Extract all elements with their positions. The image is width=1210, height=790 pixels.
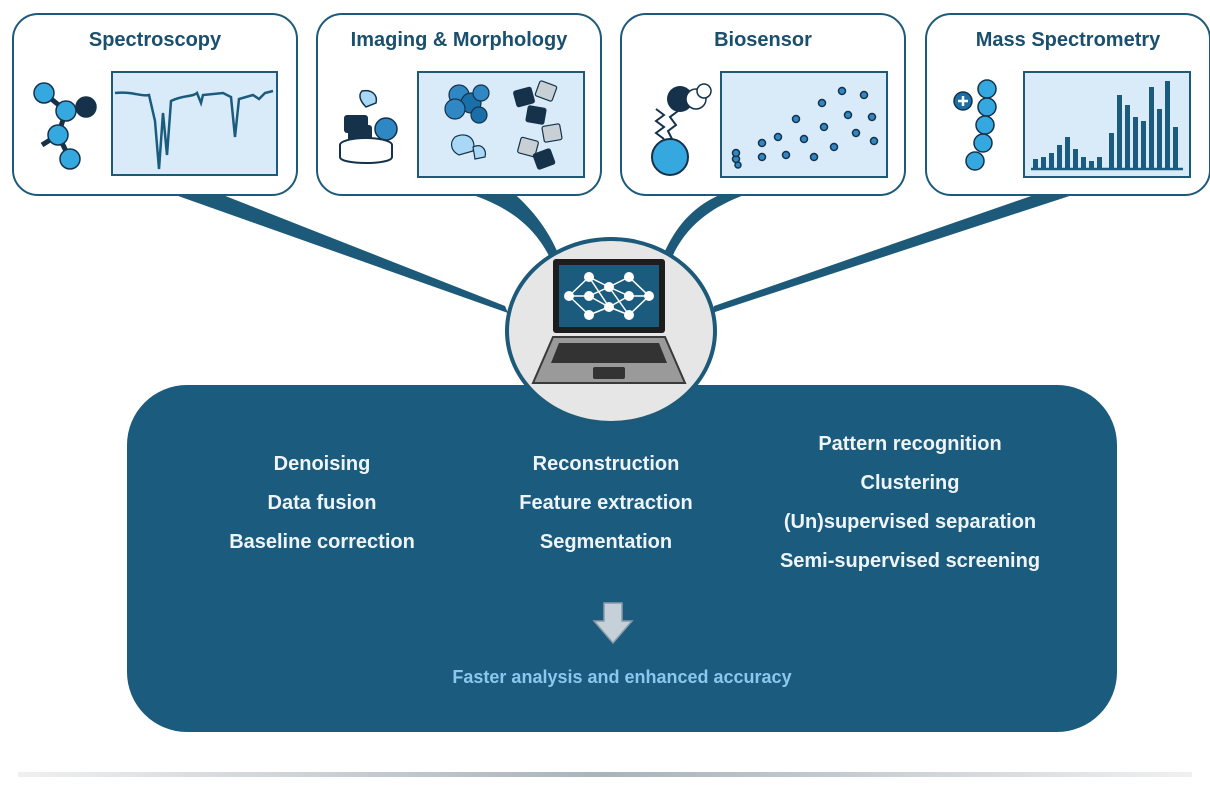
- methods-column-preprocessing: Denoising Data fusion Baseline correctio…: [205, 445, 439, 562]
- method-feature-extraction: Feature extraction: [519, 492, 693, 514]
- connector-mass-spec: [712, 186, 1100, 313]
- laptop-neural-network-icon: [531, 259, 687, 384]
- method-unsupervised-separation: (Un)supervised separation: [783, 511, 1037, 533]
- methods-panel: Denoising Data fusion Baseline correctio…: [127, 385, 1117, 732]
- card-title-spectroscopy: Spectroscopy: [88, 29, 222, 51]
- down-arrow-icon: [592, 602, 634, 645]
- methods-column-classification: Pattern recognition Clustering (Un)super…: [757, 425, 1063, 581]
- method-denoising: Denoising: [273, 453, 371, 475]
- mass-spectrum-bars: [1023, 71, 1191, 178]
- particle-images: [417, 71, 585, 178]
- card-title-imaging: Imaging & Morphology: [350, 29, 568, 51]
- method-clustering: Clustering: [860, 472, 960, 494]
- charged-peptide-icon: [953, 79, 997, 171]
- sample-dish-icon: [339, 89, 398, 164]
- card-biosensor: Biosensor: [620, 13, 906, 196]
- card-title-mass-spectrometry: Mass Spectrometry: [975, 29, 1161, 51]
- card-imaging: Imaging & Morphology: [316, 13, 602, 196]
- connector-imaging: [440, 186, 560, 262]
- spectrum-plot: [111, 71, 278, 176]
- methods-column-imaging: Reconstruction Feature extraction Segmen…: [497, 445, 715, 562]
- footer-divider: [18, 772, 1192, 777]
- method-segmentation: Segmentation: [539, 531, 673, 553]
- scatter-signal-plot: [720, 71, 888, 178]
- result-text: Faster analysis and enhanced accuracy: [452, 667, 792, 687]
- method-data-fusion: Data fusion: [267, 492, 377, 514]
- method-baseline-correction: Baseline correction: [229, 531, 415, 553]
- analysis-hub: [505, 237, 717, 425]
- connector-biosensor: [662, 186, 775, 262]
- card-spectroscopy: Spectroscopy: [12, 13, 298, 196]
- method-reconstruction: Reconstruction: [532, 453, 680, 475]
- method-pattern-recognition: Pattern recognition: [818, 433, 1002, 455]
- card-mass-spectrometry: Mass Spectrometry: [925, 13, 1210, 196]
- molecule-icon: [33, 82, 97, 170]
- connector-spectroscopy: [150, 186, 508, 313]
- receptor-binding-icon: [651, 83, 712, 176]
- method-semi-supervised-screening: Semi-supervised screening: [779, 550, 1041, 572]
- card-title-biosensor: Biosensor: [714, 29, 812, 51]
